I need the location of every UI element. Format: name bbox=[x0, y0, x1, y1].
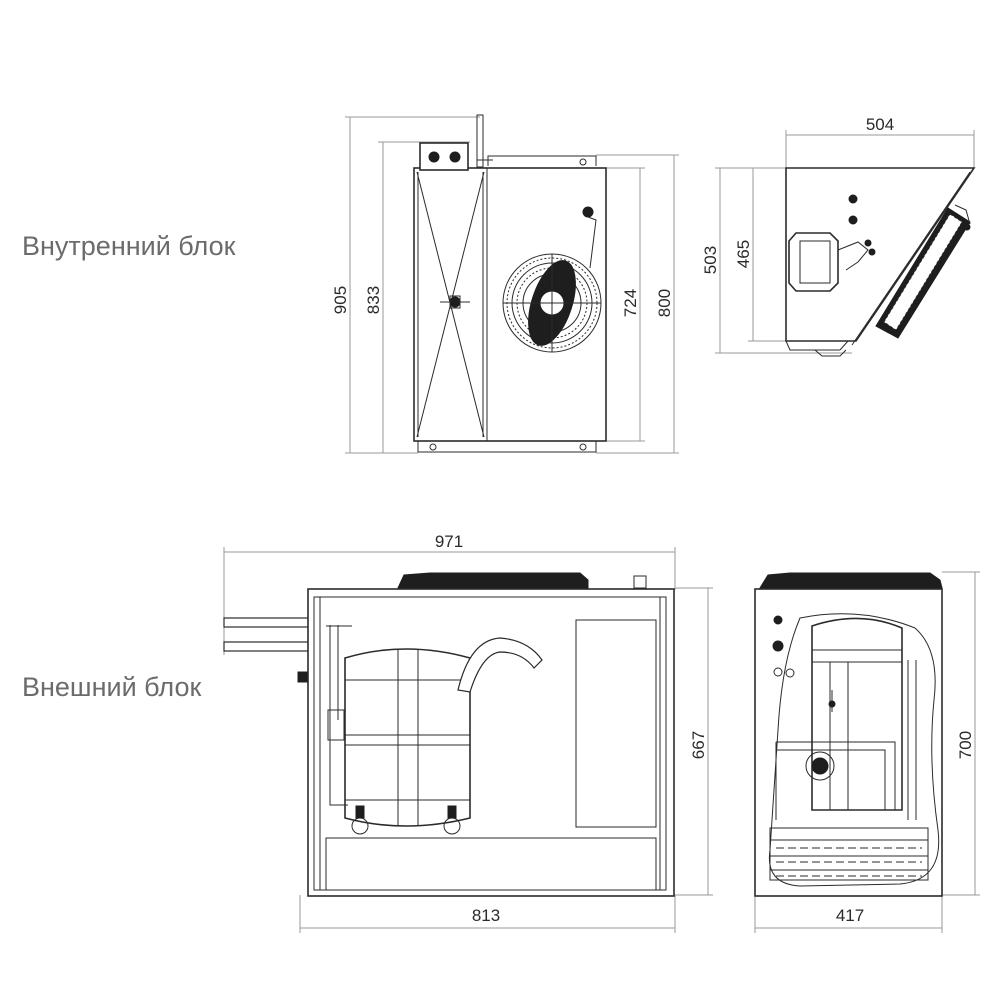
outdoor-depth-417-label: 417 bbox=[836, 906, 864, 925]
side-fan-housing-icon bbox=[759, 572, 943, 589]
indoor-front-dimension-lines bbox=[345, 116, 679, 454]
outdoor-width-813-label: 813 bbox=[472, 906, 500, 925]
indoor-unit-label: Внутренний блок bbox=[22, 231, 236, 261]
refrigerant-pipes bbox=[223, 617, 311, 683]
outdoor-height-667-label: 667 bbox=[689, 731, 708, 759]
control-panel bbox=[575, 619, 657, 828]
compressor-icon bbox=[327, 648, 471, 835]
discharge-pipe-icon bbox=[457, 637, 543, 693]
outdoor-front-view: 971 813 667 bbox=[223, 532, 713, 933]
junction-box-icon bbox=[419, 114, 493, 171]
indoor-side-dimension-lines bbox=[715, 130, 975, 354]
outdoor-side-dimension-lines bbox=[754, 571, 980, 933]
bottom-tray bbox=[325, 837, 657, 891]
service-cutout bbox=[768, 613, 940, 887]
side-compressor-icon bbox=[775, 617, 917, 820]
outdoor-front-dimension-lines bbox=[223, 547, 713, 933]
indoor-height-833-label: 833 bbox=[364, 286, 383, 314]
indoor-height-905-label: 905 bbox=[331, 286, 350, 314]
top-mounting-bracket bbox=[487, 155, 597, 166]
outdoor-side-view: 417 700 bbox=[754, 571, 980, 933]
bottom-mounting-bracket bbox=[417, 441, 597, 453]
outdoor-height-700-label: 700 bbox=[956, 731, 975, 759]
indoor-front-view: 905 833 724 800 bbox=[331, 114, 679, 454]
side-ports-icon bbox=[772, 615, 795, 678]
indoor-side-fan-icon bbox=[875, 204, 971, 339]
center-valve-icon bbox=[440, 295, 470, 309]
indoor-height-465-label: 465 bbox=[734, 240, 753, 268]
outdoor-width-971-label: 971 bbox=[435, 532, 463, 551]
indoor-height-800-label: 800 bbox=[655, 289, 674, 317]
indoor-unit-body bbox=[413, 167, 607, 442]
indoor-side-view: 504 503 465 bbox=[701, 115, 976, 357]
indoor-side-housing bbox=[785, 167, 976, 342]
evaporator-fan-icon bbox=[502, 206, 602, 353]
indoor-height-503-label: 503 bbox=[701, 246, 720, 274]
side-base-tray-icon bbox=[769, 827, 929, 881]
outdoor-unit-label: Внешний блок bbox=[22, 672, 201, 702]
indoor-width-504-label: 504 bbox=[866, 115, 894, 134]
indoor-height-724-label: 724 bbox=[621, 289, 640, 317]
suction-pipework-icon bbox=[326, 625, 352, 806]
electrical-box-icon bbox=[788, 194, 876, 292]
